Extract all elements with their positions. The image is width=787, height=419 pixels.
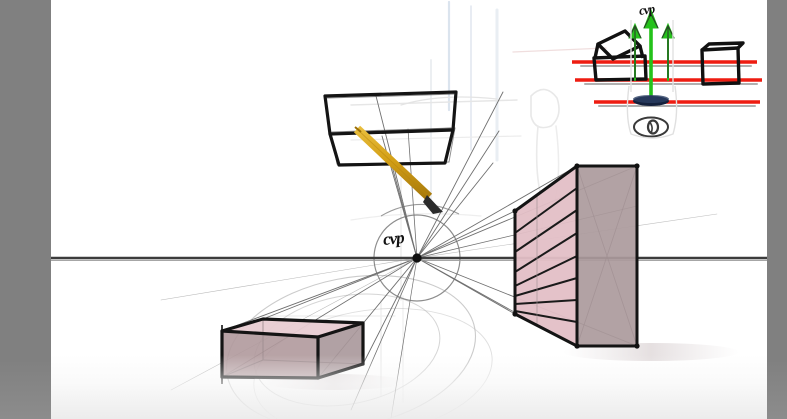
inset-flat-box <box>592 54 648 82</box>
vanishing-point-label: cvp <box>382 227 405 250</box>
inset-faint-outline <box>626 20 678 139</box>
inset-right-box <box>700 41 745 86</box>
right-panel-rungs <box>514 187 578 323</box>
sketch-svg <box>51 0 767 419</box>
right-panel-corner-dots <box>512 163 640 349</box>
right-letterbox-bar <box>767 0 787 419</box>
right-tall-panel[interactable] <box>512 163 640 349</box>
inset-eye-icon <box>633 116 669 138</box>
inset-diagram[interactable] <box>563 0 767 148</box>
inset-arrow-ink <box>628 12 675 78</box>
vanishing-point[interactable] <box>412 253 422 263</box>
left-letterbox-bar <box>0 0 51 419</box>
inset-cvp-label: cvp <box>637 1 655 18</box>
horizon-line <box>51 256 767 261</box>
drawing-canvas[interactable]: cvp cvp <box>51 0 767 419</box>
pencil[interactable] <box>353 125 443 214</box>
